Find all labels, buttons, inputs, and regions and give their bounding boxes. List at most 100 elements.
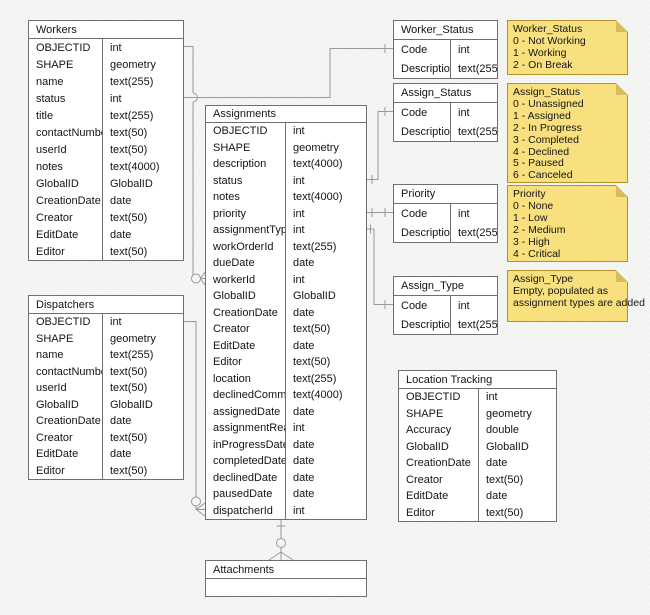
note-title: Priority [513,188,546,200]
table-row: workerId int [206,271,366,288]
field-type: int [458,106,470,119]
field-name: SHAPE [29,330,103,347]
field-name: priority [206,205,286,222]
note-line: 1 - Low [513,211,548,224]
field-name: GlobalID [29,396,103,413]
field-name: Accuracy [399,422,479,439]
field-type: text(50) [486,506,524,519]
note-title: Assign_Type [513,273,574,285]
field-name: OBJECTID [29,314,103,331]
field-type: int [293,174,305,187]
field-type: text(50) [110,365,148,378]
field-type: text(50) [110,464,148,477]
field-type: int [293,125,305,138]
field-name: contactNumber [29,363,103,380]
field-type: date [293,405,315,418]
field-type: text(255) [458,62,497,75]
note-line: 2 - In Progress [513,121,582,134]
field-name: SHAPE [29,56,103,73]
field-type: text(255) [110,75,154,88]
table-title-worker-status: Worker_Status [394,21,497,40]
field-name: Code [394,40,451,59]
note-folded-corner-icon [616,20,628,32]
field-name: Code [394,296,451,315]
field-name: EditDate [29,226,103,243]
note-line: 3 - High [513,235,550,248]
field-name: CreationDate [29,192,103,209]
field-name: EditDate [399,488,479,505]
field-name: workerId [206,271,286,288]
field-name: GlobalID [399,438,479,455]
field-type: text(4000) [293,158,343,171]
field-name: Description [394,315,451,334]
table-row: SHAPE geometry [29,330,183,347]
field-type: date [293,455,315,468]
field-type: date [293,306,315,319]
note-line: 4 - Critical [513,247,561,260]
field-type: date [293,339,315,352]
field-name: Code [394,103,451,122]
note-line: 4 - Declined [513,145,570,158]
field-name: Description [394,223,451,242]
field-name: location [206,370,286,387]
field-type: date [110,194,132,207]
field-name: CreationDate [29,413,103,430]
field-name: OBJECTID [399,389,479,406]
field-name: SHAPE [399,405,479,422]
field-type: int [293,504,305,517]
field-type: text(255) [458,125,497,138]
table-attachments[interactable]: Attachments [205,560,367,597]
field-type: GlobalID [293,290,336,303]
field-type: date [293,471,315,484]
note-line: 5 - Paused [513,157,564,170]
field-name: status [206,172,286,189]
table-title-dispatchers: Dispatchers [29,296,183,314]
note-line: 0 - None [513,199,554,212]
field-name: status [29,90,103,107]
connector-assignments-assignmenttype-to-assign-type [367,224,393,309]
field-name: dueDate [206,255,286,272]
field-type: text(4000) [293,191,343,204]
field-type: geometry [110,332,156,345]
note-line: 1 - Working [513,46,567,59]
field-name: SHAPE [206,139,286,156]
note-title: Worker_Status [513,23,583,35]
field-type: GlobalID [110,177,153,190]
note-line: assignment types are added [513,296,645,309]
field-name: Code [394,204,451,223]
field-type: int [293,224,305,237]
field-type: int [486,391,498,404]
field-type: int [293,273,305,286]
field-type: text(50) [110,245,148,258]
